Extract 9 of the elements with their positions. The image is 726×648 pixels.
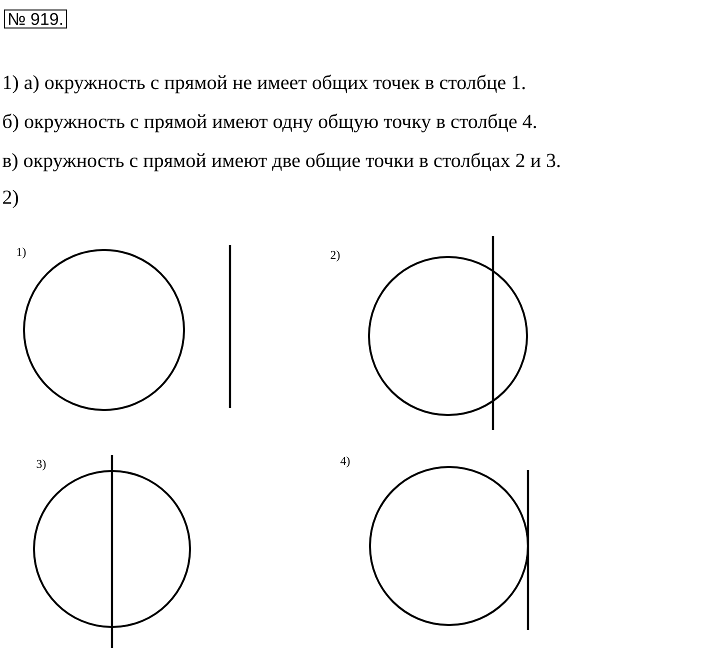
answer-text: б) окружность с прямой имеют одну общую точку в столбце 4.: [3, 114, 536, 132]
answer-text: 2): [3, 190, 18, 208]
figure-number: 1): [17, 248, 26, 258]
figure-number: 4): [340, 456, 350, 468]
number-box: № 919.: [4, 9, 68, 29]
figure-number: 2): [330, 250, 340, 262]
figure-number: 3): [36, 460, 46, 470]
answer-text: 1) а) окружность с прямой не имеет общих точек в столбце 1.: [4, 74, 525, 94]
answer-text: в) окружность с прямой имеют две общие точки в столбцах 2 и 3.: [2, 152, 560, 172]
